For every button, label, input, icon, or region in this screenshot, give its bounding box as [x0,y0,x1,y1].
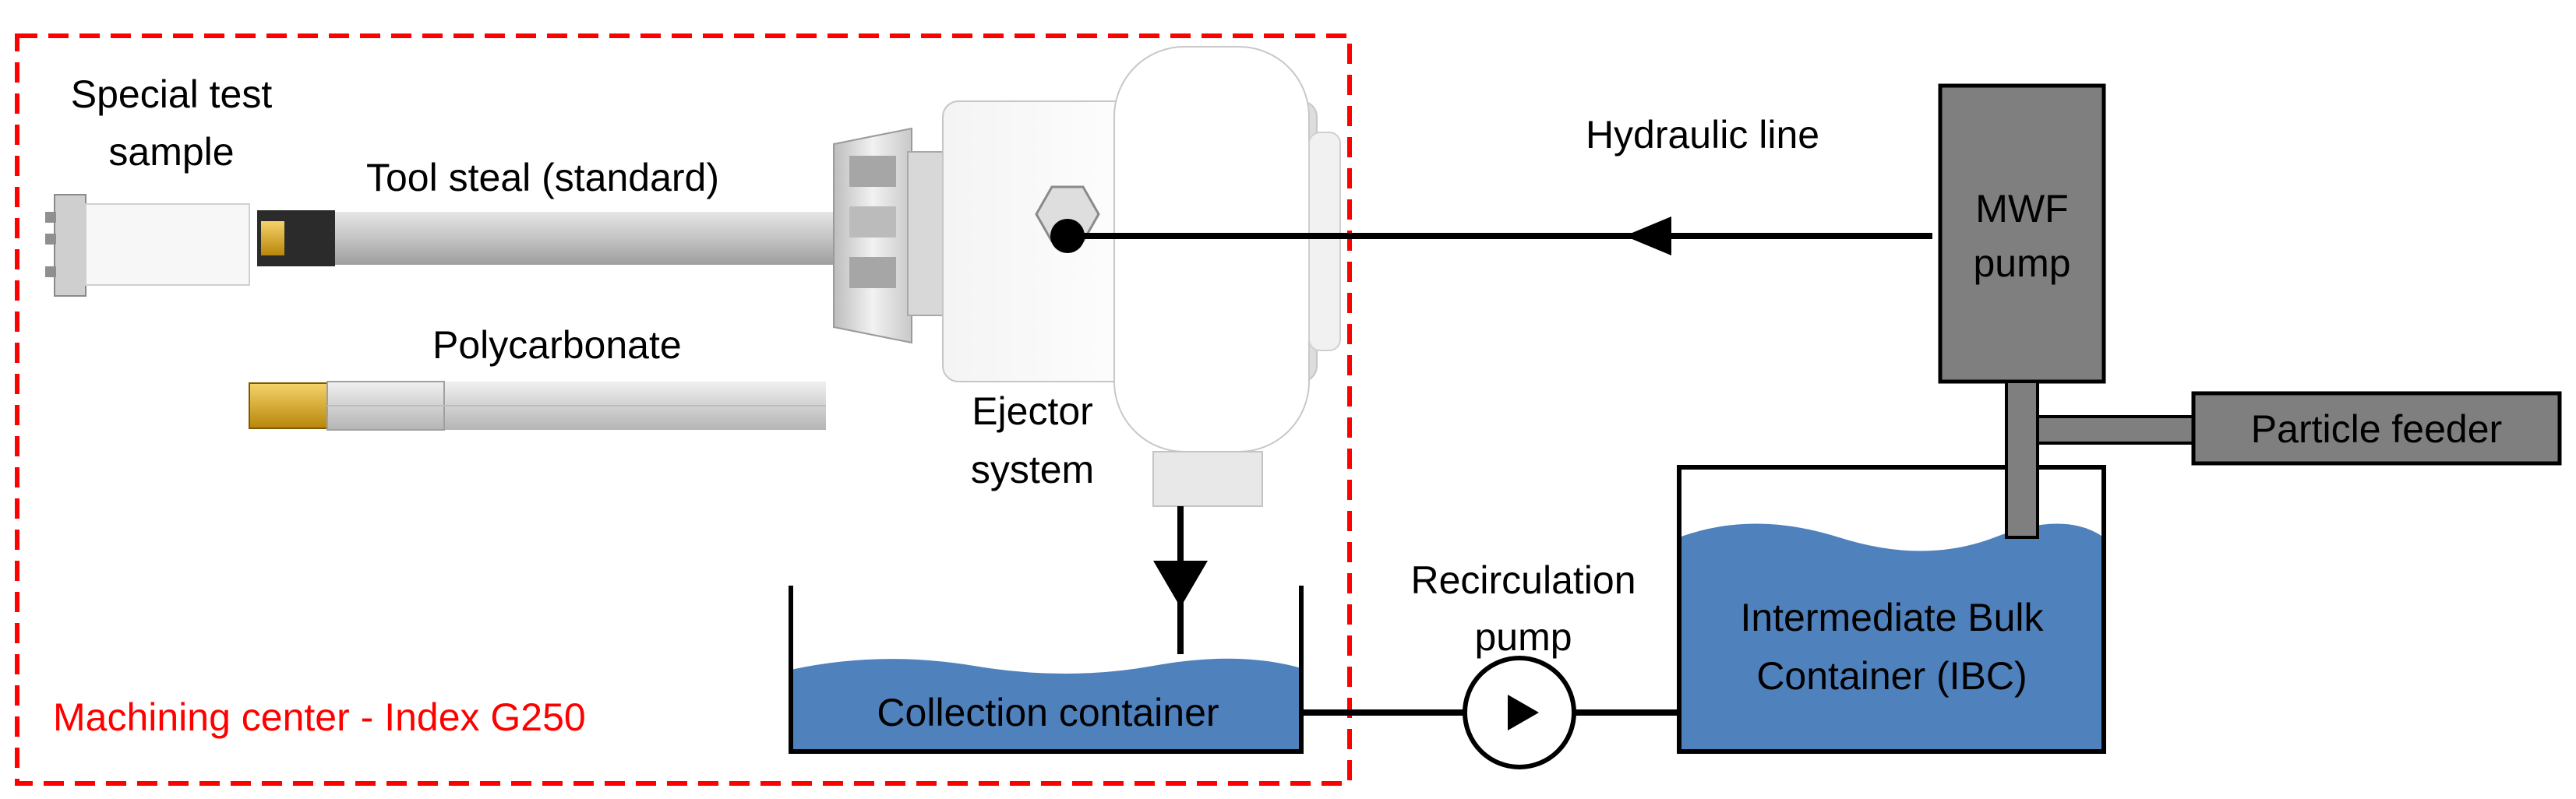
special-test-sample [45,194,250,297]
ejector-drain-line [1153,506,1208,654]
mwf-pump [1938,83,2106,539]
flow-arrow-down-icon [1153,561,1208,607]
special-sample-label-1: Special test [71,72,273,116]
particle-feeder [2036,391,2562,466]
machining-center-label: Machining center - Index G250 [53,695,586,739]
collection-container [789,586,1304,754]
ibc-label-1: Intermediate Bulk [1740,596,2044,639]
recirculation-pump-label-1: Recirculation [1410,558,1636,602]
tool-steel-label: Tool steal (standard) [366,156,719,199]
intermediate-bulk-container [1677,465,2106,754]
particle-feeder-label: Particle feeder [2251,407,2502,451]
ejector-label-1: Ejector [972,389,1093,433]
flow-arrow-left-icon [1625,216,1671,255]
polycarbonate-bar [249,381,826,431]
special-sample-label-2: sample [108,130,234,174]
mwf-pump-label-1: MWF [1975,187,2068,231]
tool-steel-bar [257,210,873,266]
ibc-label-2: Container (IBC) [1756,654,2027,698]
recirculation-pump-icon [1463,656,1576,769]
ejector-label-2: system [971,448,1094,491]
collection-container-label: Collection container [877,691,1219,734]
machining-center-boundary [15,33,1352,786]
polycarbonate-label: Polycarbonate [432,323,682,367]
hydraulic-line [1050,216,1932,255]
hydraulic-line-label: Hydraulic line [1586,113,1819,157]
recirculation-pump-label-2: pump [1474,615,1572,659]
ejector-system [833,46,1341,507]
mwf-pump-label-2: pump [1973,241,2070,285]
